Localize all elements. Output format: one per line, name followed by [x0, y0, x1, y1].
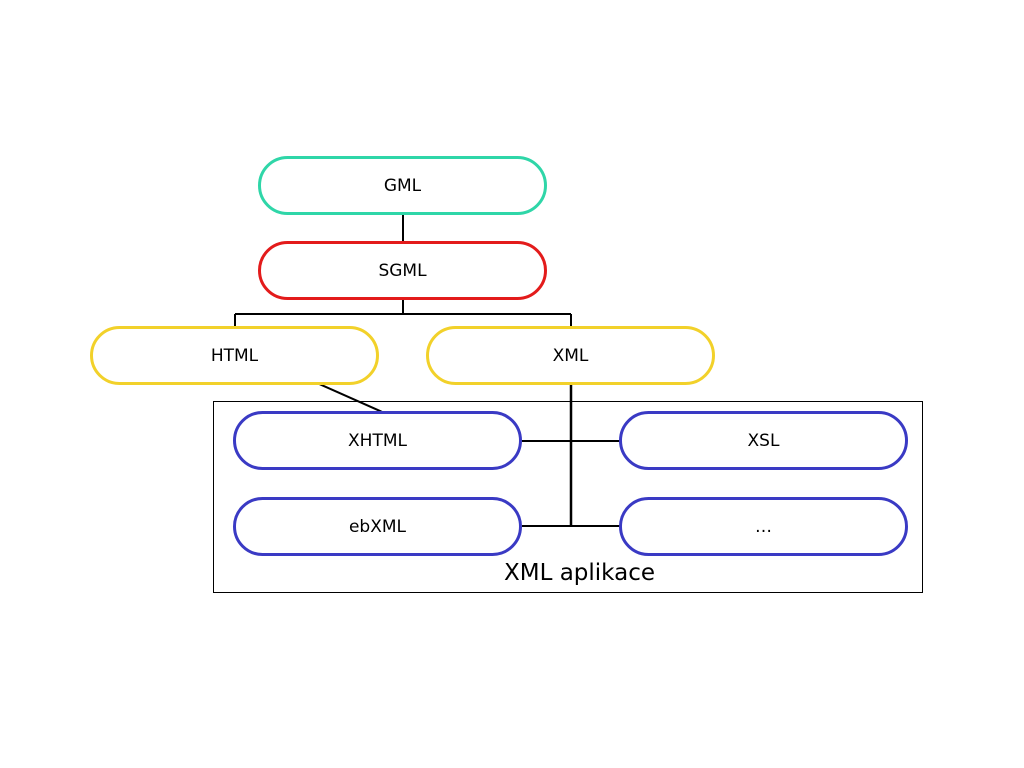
node-sgml: SGML [258, 241, 547, 300]
node-ebxml-label: ebXML [348, 516, 407, 537]
node-html: HTML [90, 326, 379, 385]
node-gml: GML [258, 156, 547, 215]
node-more: … [619, 497, 908, 556]
node-html-label: HTML [210, 345, 259, 366]
node-xsl: XSL [619, 411, 908, 470]
xml-applications-group [213, 401, 923, 593]
node-xsl-label: XSL [747, 430, 780, 451]
node-xml: XML [426, 326, 715, 385]
node-xml-label: XML [552, 345, 589, 366]
node-gml-label: GML [383, 175, 422, 196]
node-ebxml: ebXML [233, 497, 522, 556]
xml-applications-label: XML aplikace [503, 560, 655, 586]
node-xhtml: XHTML [233, 411, 522, 470]
node-more-label: … [755, 516, 772, 537]
node-xhtml-label: XHTML [348, 430, 407, 451]
node-sgml-label: SGML [378, 260, 427, 281]
